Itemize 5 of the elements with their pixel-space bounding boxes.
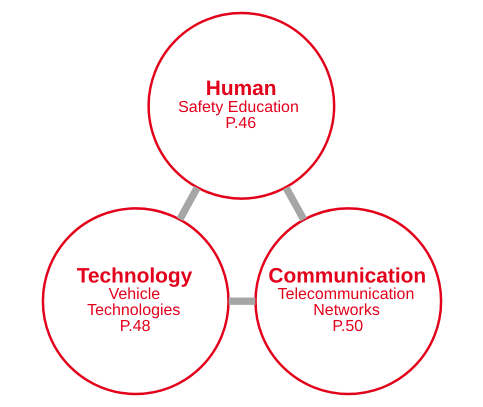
connector <box>176 186 200 222</box>
connector <box>282 186 306 222</box>
node-circle: Human Safety Education P.46 <box>146 12 335 200</box>
node-circle: Communication Telecommunication Networks P.50 <box>254 207 442 396</box>
node-circle: Technology Vehicle Technologies P.48 <box>41 207 230 396</box>
